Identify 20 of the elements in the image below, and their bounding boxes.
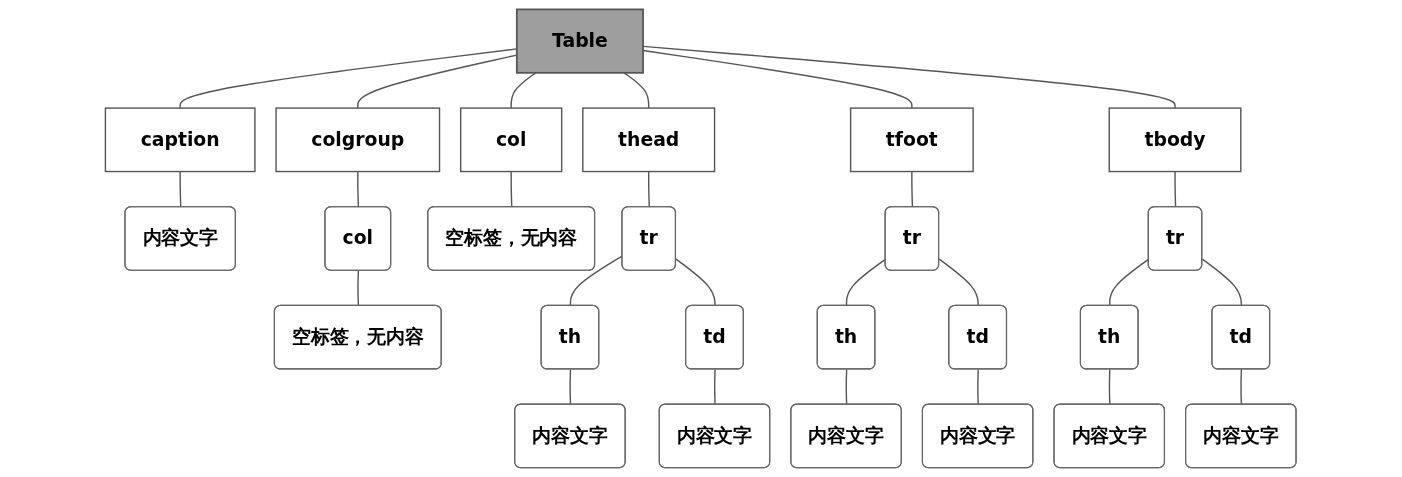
node-box: colgroup — [275, 107, 441, 173]
connector — [714, 368, 717, 406]
connector — [357, 270, 360, 307]
node-box: Table — [516, 8, 645, 74]
connector — [1240, 368, 1243, 406]
connector — [357, 54, 518, 109]
node-box: tbody — [1108, 107, 1242, 173]
connector — [675, 258, 717, 307]
node-box: col — [460, 107, 563, 173]
connector — [179, 48, 518, 109]
node-box: thead — [582, 107, 716, 173]
connector — [977, 368, 980, 406]
connector — [845, 368, 848, 406]
connector — [569, 368, 572, 406]
connector — [938, 258, 980, 307]
node-box: caption — [105, 107, 256, 173]
node-box: tfoot — [850, 107, 975, 173]
connector — [510, 72, 537, 109]
connector — [623, 72, 650, 109]
connector — [1109, 368, 1111, 406]
